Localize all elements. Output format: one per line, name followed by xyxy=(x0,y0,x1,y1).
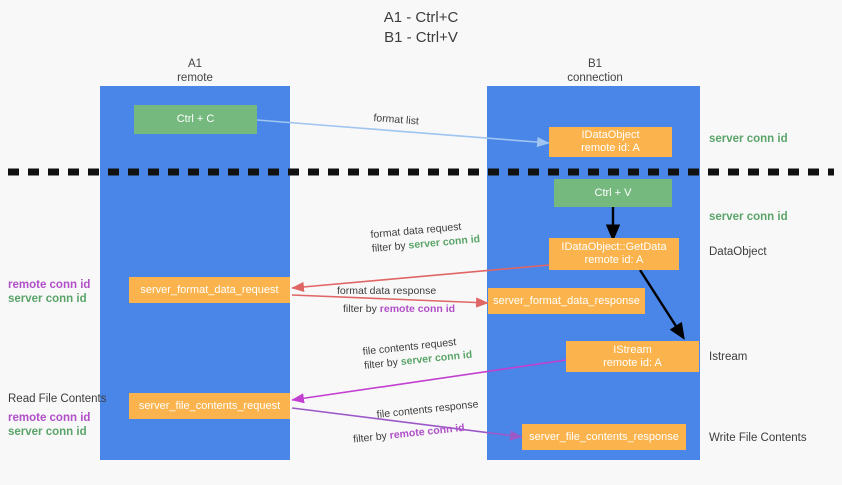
title-line-2: B1 - Ctrl+V xyxy=(384,29,458,46)
edge-file-contents-response-text: file contents response xyxy=(376,398,479,421)
right-label-server-conn-id-second: server conn id xyxy=(709,211,788,223)
box-server-file-contents-response[interactable]: server_file_contents_response xyxy=(522,424,686,450)
right-label-write-file-contents: Write File Contents xyxy=(709,432,807,444)
filter-value: remote conn id xyxy=(389,421,466,442)
right-label-server-conn-id-top: server conn id xyxy=(709,133,788,145)
box-ctrl-c[interactable]: Ctrl + C xyxy=(134,105,257,134)
box-istream[interactable]: IStream remote id: A xyxy=(566,341,699,372)
column-a1-sub: remote xyxy=(177,71,213,84)
box-getdata-line2: remote id: A xyxy=(584,254,644,266)
edge-format-data-response-filter: filter by remote conn id xyxy=(343,302,455,316)
box-sfcresp-label: server_file_contents_response xyxy=(529,430,679,443)
box-idataobject-line1: IDataObject xyxy=(581,129,640,141)
box-getdata-line1: IDataObject::GetData xyxy=(561,241,667,253)
title-line-1: A1 - Ctrl+C xyxy=(383,9,459,26)
edge-file-contents-response-filter: filter by remote conn id xyxy=(352,419,481,446)
box-ctrl-v[interactable]: Ctrl + V xyxy=(554,179,672,207)
left-label-server-conn-id-2: server conn id xyxy=(8,426,87,438)
edge-label-format-data-request: format data request filter by server con… xyxy=(370,218,481,256)
box-sfcreq-label: server_file_contents_request xyxy=(138,399,281,412)
column-b1-sub: connection xyxy=(567,71,623,84)
left-label-read-file-contents: Read File Contents xyxy=(8,393,107,405)
edge-label-file-contents-request: file contents request filter by server c… xyxy=(362,334,473,373)
box-ctrl-c-label: Ctrl + C xyxy=(176,113,215,125)
filter-prefix: filter by xyxy=(352,429,391,446)
box-idataobject-getdata[interactable]: IDataObject::GetData remote id: A xyxy=(549,238,679,270)
right-label-dataobject: DataObject xyxy=(709,246,767,258)
diagram-title: A1 - Ctrl+C B1 - Ctrl+V xyxy=(0,8,842,48)
column-header-b1: B1 connection xyxy=(530,58,660,85)
box-idataobject-line2: remote id: A xyxy=(581,142,640,154)
box-istream-line1: IStream xyxy=(613,343,652,356)
edge-format-data-response-text: format data response xyxy=(337,285,437,297)
box-server-format-data-request[interactable]: server_format_data_request xyxy=(129,277,290,303)
left-label-remote-conn-id-2: remote conn id xyxy=(8,412,91,424)
box-sfdreq-label: server_format_data_request xyxy=(140,283,279,296)
column-b1-name: B1 xyxy=(587,58,603,70)
box-istream-line2: remote id: A xyxy=(603,356,662,369)
column-a1-name: A1 xyxy=(187,58,203,70)
edge-label-file-contents-response: file contents response filter by remote … xyxy=(353,397,481,445)
box-server-format-data-response[interactable]: server_format_data_response xyxy=(488,288,645,314)
left-label-read-file-contents-group: Read File Contents xyxy=(8,392,106,406)
filter-prefix: filter by xyxy=(371,239,410,255)
box-server-file-contents-request[interactable]: server_file_contents_request xyxy=(129,393,290,419)
column-header-a1: A1 remote xyxy=(130,58,260,85)
left-label-conn-ids-file: remote conn id server conn id xyxy=(8,411,90,439)
left-label-conn-ids-format: remote conn id server conn id xyxy=(8,278,90,306)
box-sfdresp-label: server_format_data_response xyxy=(493,294,640,307)
filter-value: remote conn id xyxy=(379,303,456,315)
edge-label-format-list: format list xyxy=(372,111,420,128)
edge-label-format-data-response: format data response filter by remote co… xyxy=(337,284,455,316)
box-idataobject[interactable]: IDataObject remote id: A xyxy=(549,127,672,157)
left-label-remote-conn-id-1: remote conn id xyxy=(8,279,91,291)
box-ctrl-v-label: Ctrl + V xyxy=(594,186,632,199)
left-label-server-conn-id-1: server conn id xyxy=(8,293,87,305)
filter-prefix: filter by xyxy=(363,356,402,372)
filter-prefix: filter by xyxy=(343,303,380,315)
right-label-istream: Istream xyxy=(709,351,748,363)
